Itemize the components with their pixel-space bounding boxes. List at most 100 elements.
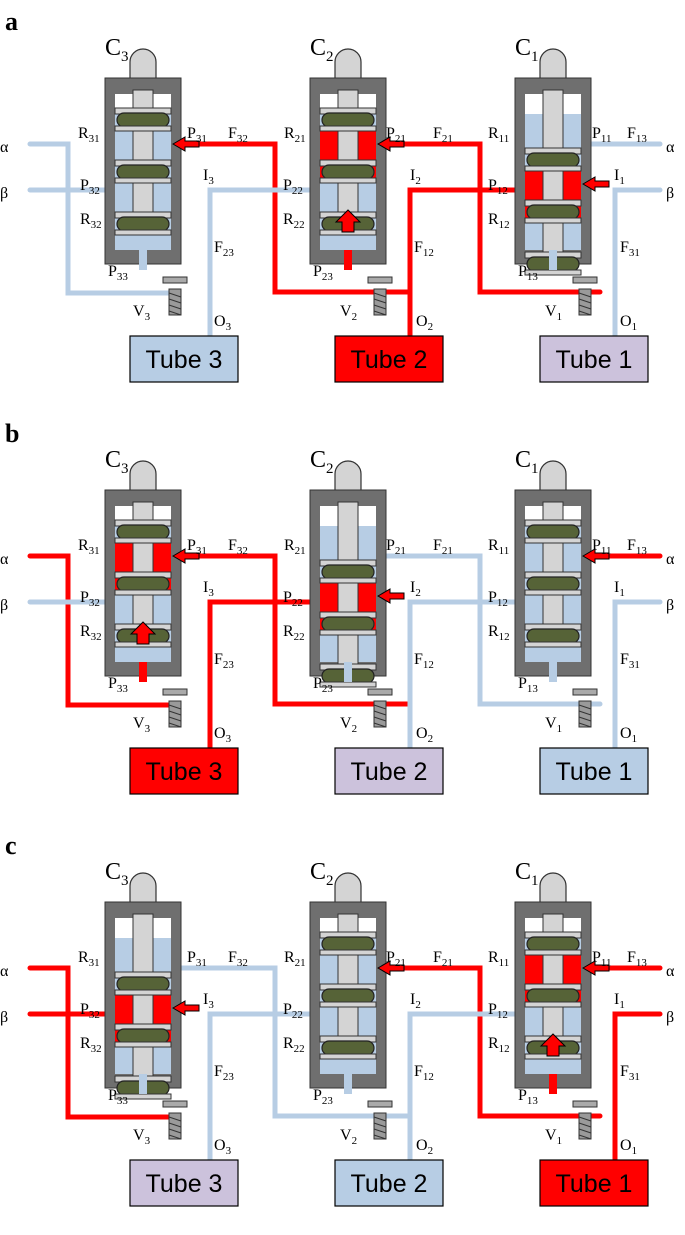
screw-thread — [168, 304, 182, 310]
valve-title-main: C — [105, 447, 121, 473]
screw-thread — [578, 722, 592, 728]
label-P31: P31 — [187, 949, 207, 969]
valve-title-main: C — [515, 447, 531, 473]
valve-title-C2: C2 — [310, 35, 334, 65]
label-F12: F12 — [414, 651, 434, 671]
label-F31-sub: 31 — [629, 1071, 640, 1083]
label-F23-sub: 23 — [223, 1071, 235, 1083]
tube-label: Tube 1 — [556, 346, 633, 374]
label-I1-sub: 1 — [619, 999, 625, 1011]
label-O1-sub: 1 — [632, 1145, 638, 1157]
label-P33-sub: 33 — [117, 683, 129, 695]
label-R12-sub: 12 — [499, 631, 510, 643]
label-O3-sub: 3 — [226, 1145, 232, 1157]
label-O1-main: O — [620, 313, 632, 330]
label-R21-main: R — [284, 125, 295, 142]
label-P21: P21 — [386, 125, 406, 145]
inlet-arrow — [582, 548, 610, 564]
valve-title-main: C — [310, 447, 326, 473]
label-R12: R12 — [488, 211, 510, 231]
label-F31-main: F — [620, 239, 629, 256]
label-P32: P32 — [80, 1001, 100, 1021]
label-R31-main: R — [78, 537, 89, 554]
valve-title-sub: 1 — [531, 461, 539, 477]
label-P23-main: P — [313, 1087, 322, 1104]
label-R12-sub: 12 — [499, 1043, 510, 1055]
screw-thread — [168, 716, 182, 722]
label-V3: V3 — [133, 303, 151, 323]
label-F21-sub: 21 — [442, 957, 453, 969]
label-R32-main: R — [80, 1035, 91, 1052]
label-R32-main: R — [80, 211, 91, 228]
label-V2-main: V — [340, 715, 352, 732]
seal-ring — [321, 112, 375, 128]
valve-title-main: C — [515, 859, 531, 885]
label-V1-sub: 1 — [557, 311, 563, 323]
seal-cap — [524, 589, 582, 596]
seal-cap — [524, 165, 582, 172]
label-P32-sub: 32 — [89, 1009, 100, 1021]
label-P12-sub: 12 — [497, 1009, 508, 1021]
label-F13-sub: 13 — [636, 133, 648, 145]
screw-thread — [373, 292, 387, 298]
label-O2: O2 — [416, 1137, 433, 1157]
panel-letter: c — [5, 831, 17, 860]
label-I3-sub: 3 — [208, 999, 214, 1011]
label-R11-main: R — [488, 125, 499, 142]
label-P21: P21 — [386, 949, 406, 969]
label-O1-main: O — [620, 725, 632, 742]
label-P33-sub: 33 — [117, 271, 129, 283]
bottom-port — [344, 1074, 352, 1094]
label-I3-main: I — [203, 579, 208, 596]
line-F32 — [177, 965, 413, 1119]
screw-thread — [373, 1122, 387, 1128]
seal-cap — [524, 217, 582, 224]
label-P23-sub: 23 — [322, 683, 334, 695]
screw-thread — [168, 1134, 182, 1140]
screw-thread — [578, 716, 592, 722]
label-R32: R32 — [80, 211, 102, 231]
valve-title-main: C — [105, 859, 121, 885]
seal-cap — [524, 537, 582, 544]
label-R21: R21 — [284, 949, 306, 969]
tube-label: Tube 3 — [146, 1170, 223, 1198]
valve-title-main: C — [310, 35, 326, 61]
label-O2-main: O — [416, 1137, 428, 1154]
label-F13: F13 — [627, 125, 647, 145]
label-V2-main: V — [340, 1127, 352, 1144]
bottom-port — [344, 662, 352, 682]
inlet-arrow — [172, 548, 200, 564]
label-P33: P33 — [108, 263, 128, 283]
label-P22-sub: 22 — [292, 185, 303, 197]
inlet-arrow — [377, 960, 405, 976]
tube-label: Tube 2 — [351, 1170, 428, 1198]
label-V3-main: V — [133, 1127, 145, 1144]
inlet-arrow — [582, 176, 610, 192]
tube-box — [334, 335, 444, 383]
line-F23 — [207, 599, 318, 757]
alpha-label: α — [666, 139, 675, 156]
line-F32 — [177, 141, 413, 295]
label-P32-main: P — [80, 589, 89, 606]
valve-cap — [572, 688, 598, 696]
label-P11-sub: 11 — [601, 545, 612, 557]
label-R31-sub: 31 — [89, 133, 100, 145]
label-I3-sub: 3 — [208, 587, 214, 599]
label-R22-sub: 22 — [294, 631, 305, 643]
seal-ring — [321, 988, 375, 1004]
inlet-arrow — [377, 588, 405, 604]
label-I3: I3 — [203, 991, 214, 1011]
screw-thread — [168, 292, 182, 298]
label-V1-sub: 1 — [557, 1135, 563, 1147]
label-O2-sub: 2 — [428, 321, 434, 333]
label-I3-sub: 3 — [208, 175, 214, 187]
label-R12-sub: 12 — [499, 219, 510, 231]
label-F13-sub: 13 — [636, 545, 648, 557]
label-O1: O1 — [620, 313, 637, 333]
label-P31-main: P — [187, 537, 196, 554]
label-I2-main: I — [410, 579, 415, 596]
label-O2: O2 — [416, 313, 433, 333]
